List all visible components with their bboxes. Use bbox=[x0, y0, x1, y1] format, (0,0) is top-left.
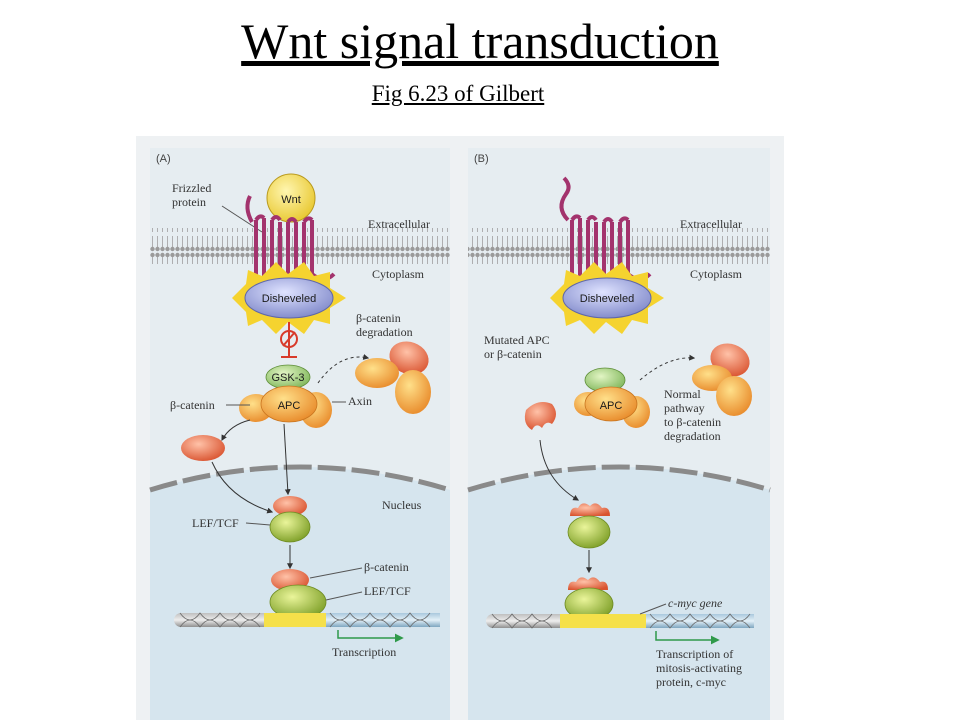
degraded-fragment-1 bbox=[389, 341, 429, 375]
panel-a-tag: (A) bbox=[156, 153, 171, 165]
leftcf-pointer bbox=[245, 522, 271, 526]
extracellular-label-a: Extracellular bbox=[368, 217, 430, 231]
tx-label-3: protein, c-myc bbox=[656, 675, 726, 689]
cmyc-gene-label: c-myc gene bbox=[668, 596, 723, 610]
nuclear-entry-arrow-b bbox=[539, 439, 580, 501]
wnt-label: Wnt bbox=[281, 194, 301, 206]
disheveled bbox=[244, 277, 334, 319]
frizzled-label: Frizzled bbox=[172, 181, 211, 195]
complex-arrow bbox=[283, 423, 291, 496]
wnt-ligand bbox=[266, 173, 316, 223]
leftcf-nuc-pointer bbox=[325, 591, 363, 601]
bcat-degradation-label-1: β-catenin bbox=[356, 311, 401, 325]
bcatenin-label-nuc: β-catenin bbox=[364, 560, 409, 574]
cytoplasm-label-a: Cytoplasm bbox=[372, 267, 425, 281]
bcatenin-nuc-pointer bbox=[309, 567, 363, 579]
degraded-fragment-3 bbox=[395, 370, 431, 414]
release-arrow bbox=[221, 419, 251, 442]
page-subtitle: Fig 6.23 of Gilbert bbox=[371, 81, 545, 106]
free-bcatenin bbox=[181, 435, 225, 461]
apc-label: APC bbox=[278, 400, 301, 412]
inhibition-symbol bbox=[280, 322, 298, 358]
dna-a bbox=[174, 612, 440, 628]
disheveled-label: Disheveled bbox=[262, 293, 316, 305]
normal-label-2: pathway bbox=[664, 401, 705, 415]
lef-tcf-1 bbox=[269, 511, 311, 543]
normal-fragment-3 bbox=[716, 376, 752, 416]
mutated-label-1: Mutated APC bbox=[484, 333, 550, 347]
apc-label-b: APC bbox=[600, 400, 623, 412]
cell-membrane bbox=[150, 228, 450, 264]
protein-label: protein bbox=[172, 195, 206, 209]
disheveled-label-b: Disheveled bbox=[580, 293, 634, 305]
extracellular-label-b: Extracellular bbox=[680, 217, 742, 231]
nuclear-bcatenin-b2 bbox=[568, 577, 608, 590]
page-title: Wnt signal transduction bbox=[241, 13, 719, 69]
tx-label-2: mitosis-activating bbox=[656, 661, 742, 675]
apc bbox=[260, 385, 318, 423]
tx-label-1: Transcription of bbox=[656, 647, 733, 661]
nuclear-bcatenin-b1 bbox=[570, 503, 610, 516]
nuclear-envelope-b bbox=[467, 464, 771, 493]
mutated-label-2: or β-catenin bbox=[484, 347, 542, 361]
lef-tcf-b1 bbox=[567, 515, 611, 549]
leftcf-label-a: LEF/TCF bbox=[192, 516, 239, 530]
normal-label-1: Normal bbox=[664, 387, 701, 401]
transcription-arrow-b bbox=[655, 631, 720, 645]
nuclear-entry-arrow bbox=[211, 461, 274, 514]
transcription-label: Transcription bbox=[332, 645, 396, 659]
bcatenin-label-a: β-catenin bbox=[170, 398, 215, 412]
panel-a: (A) Frizzled protein Wnt Disheveled Extr… bbox=[149, 148, 451, 720]
cytoplasm-label-b: Cytoplasm bbox=[690, 267, 743, 281]
transcription-arrow-a bbox=[337, 630, 404, 643]
gsk3-label: GSK-3 bbox=[271, 372, 304, 384]
mutated-bcatenin bbox=[524, 402, 556, 430]
panel-b-tag: (B) bbox=[474, 153, 489, 165]
panel-b: (B) Disheveled Extracellular Cytoplasm M… bbox=[467, 148, 771, 720]
axin-label: Axin bbox=[348, 394, 372, 408]
disheveled-b bbox=[562, 277, 652, 319]
apc-b bbox=[584, 386, 638, 422]
degradation-arrow bbox=[317, 354, 370, 384]
degraded-fragment-2 bbox=[355, 358, 399, 388]
leftcf-label-nuc: LEF/TCF bbox=[364, 584, 411, 598]
nucleus-label: Nucleus bbox=[382, 498, 422, 512]
nuclear-envelope bbox=[149, 464, 451, 493]
bcat-degradation-label-2: degradation bbox=[356, 325, 413, 339]
normal-pathway-arrow bbox=[639, 354, 696, 381]
dna-b bbox=[486, 613, 754, 629]
nuclear-bcatenin-1 bbox=[273, 496, 307, 516]
cmyc-pointer bbox=[639, 603, 667, 615]
nucleus-region-b bbox=[468, 467, 770, 720]
normal-label-3: to β-catenin bbox=[664, 415, 721, 429]
normal-label-4: degradation bbox=[664, 429, 721, 443]
